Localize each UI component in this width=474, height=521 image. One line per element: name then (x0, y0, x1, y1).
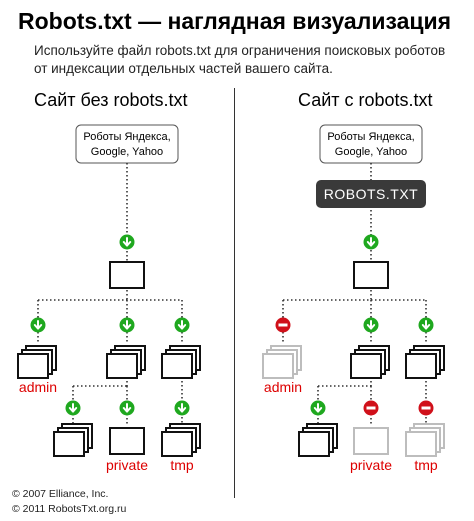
page-description: Используйте файл robots.txt для ограниче… (34, 43, 446, 76)
left-allow-private-icon (118, 399, 136, 417)
left-diagram: Роботы Яндекса, Google, Yahoo (17, 124, 201, 473)
left-allow-admin-icon (29, 316, 47, 334)
right-robots-label-1: Роботы Яндекса, (327, 131, 414, 143)
right-allow-root-icon (362, 233, 380, 251)
right-private-label: private (350, 457, 392, 473)
left-robots-label-1: Роботы Яндекса, (83, 131, 170, 143)
right-robots-label-2: Google, Yahoo (335, 146, 407, 158)
left-private-label: private (106, 457, 148, 473)
left-private-folder-icon (109, 427, 145, 455)
right-block-admin-icon (275, 317, 291, 333)
right-diagram: Роботы Яндекса, Google, Yahoo ROBOTS.TXT (262, 124, 445, 473)
robots-txt-file-label: ROBOTS.TXT (324, 186, 418, 202)
right-tmp-label: tmp (414, 457, 438, 473)
right-allow-sub-icon (309, 399, 327, 417)
left-sub-folder-icon (53, 423, 93, 457)
left-tmp-label: tmp (170, 457, 194, 473)
left-admin-folder-icon (17, 345, 57, 379)
left-admin-label: admin (19, 379, 57, 395)
right-column-heading: Сайт с robots.txt (298, 90, 433, 110)
left-allow-tmp-icon (173, 399, 191, 417)
right-connectors (282, 163, 427, 425)
right-admin-folder-icon (262, 345, 302, 379)
left-right-folder-icon (161, 345, 201, 379)
left-allow-tmp-parent-icon (173, 316, 191, 334)
left-robots-label-2: Google, Yahoo (91, 146, 163, 158)
right-allow-mid-icon (362, 316, 380, 334)
right-private-folder-icon (353, 427, 389, 455)
right-block-private-icon (363, 400, 379, 416)
left-mid-folder-icon (106, 345, 146, 379)
left-column-heading: Сайт без robots.txt (34, 90, 188, 110)
right-sub-folder-icon (298, 423, 338, 457)
left-connectors (37, 163, 183, 425)
copyright-line-2: © 2011 RobotsTxt.org.ru (12, 503, 127, 515)
right-tmp-folder-icon (405, 423, 445, 457)
right-block-tmp-icon (418, 400, 434, 416)
copyright-line-1: © 2007 Elliance, Inc. (12, 488, 109, 500)
right-admin-label: admin (264, 379, 302, 395)
right-root-folder-icon (353, 261, 389, 289)
right-mid-folder-icon (350, 345, 390, 379)
right-right-folder-icon (405, 345, 445, 379)
left-tmp-folder-icon (161, 423, 201, 457)
left-allow-private-parent-icon (118, 316, 136, 334)
left-allow-sub-icon (64, 399, 82, 417)
left-allow-root-icon (118, 233, 136, 251)
robots-txt-file-box (316, 180, 426, 208)
column-divider (234, 88, 235, 498)
right-allow-right-icon (417, 316, 435, 334)
left-root-folder-icon (109, 261, 145, 289)
page-title: Robots.txt — наглядная визуализация (18, 8, 452, 34)
